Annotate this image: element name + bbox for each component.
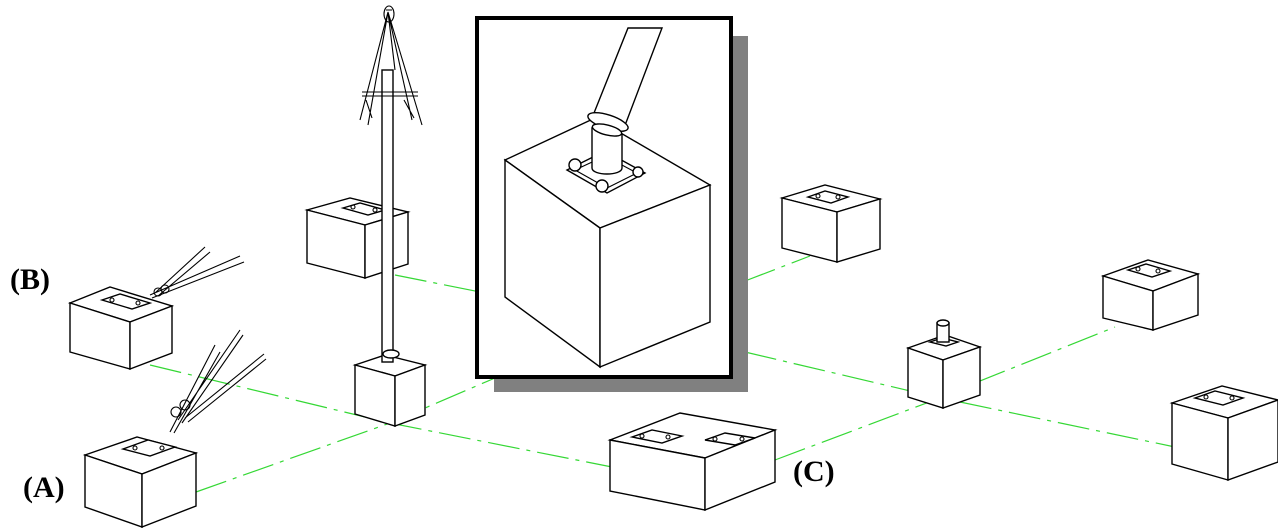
guide-line-left-back	[394, 274, 481, 293]
guide-line-right-post-to-end	[959, 401, 1176, 448]
anchor-block-c	[607, 412, 778, 512]
anchor-block-back-left	[304, 197, 411, 279]
guide-line-right-back	[744, 255, 811, 282]
label-b: (B)	[10, 263, 50, 296]
label-a: (A)	[23, 471, 65, 504]
inset-mast-tube	[587, 27, 664, 175]
guide-line-b-to-center	[149, 364, 391, 424]
mast-rigging	[359, 9, 423, 126]
anchor-block-right-end	[1169, 385, 1278, 481]
mast-pole	[381, 69, 394, 363]
anchor-plate-c-left	[629, 429, 685, 444]
lifting-sling-b	[149, 246, 245, 299]
detail-inset	[475, 16, 748, 392]
anchor-block-a	[82, 329, 267, 529]
lifting-sling-a	[169, 329, 267, 434]
guide-line-right-post-to-far	[974, 326, 1116, 384]
mast	[359, 5, 423, 363]
anchor-block-b	[67, 246, 245, 371]
anchor-plate-right-end	[1192, 390, 1246, 406]
label-c: (C)	[793, 455, 835, 488]
anchor-plate-c-right	[704, 432, 756, 446]
guide-line-c-to-right-post	[774, 397, 941, 461]
mast-base-block	[352, 354, 428, 428]
anchor-plate-a	[120, 439, 178, 457]
anchor-block-back-right	[779, 184, 883, 263]
post-base-block	[905, 319, 983, 409]
guide-line-a-to-center	[195, 422, 391, 493]
anchor-block-far-right	[1100, 259, 1201, 331]
guide-line-center-to-c	[389, 422, 613, 468]
